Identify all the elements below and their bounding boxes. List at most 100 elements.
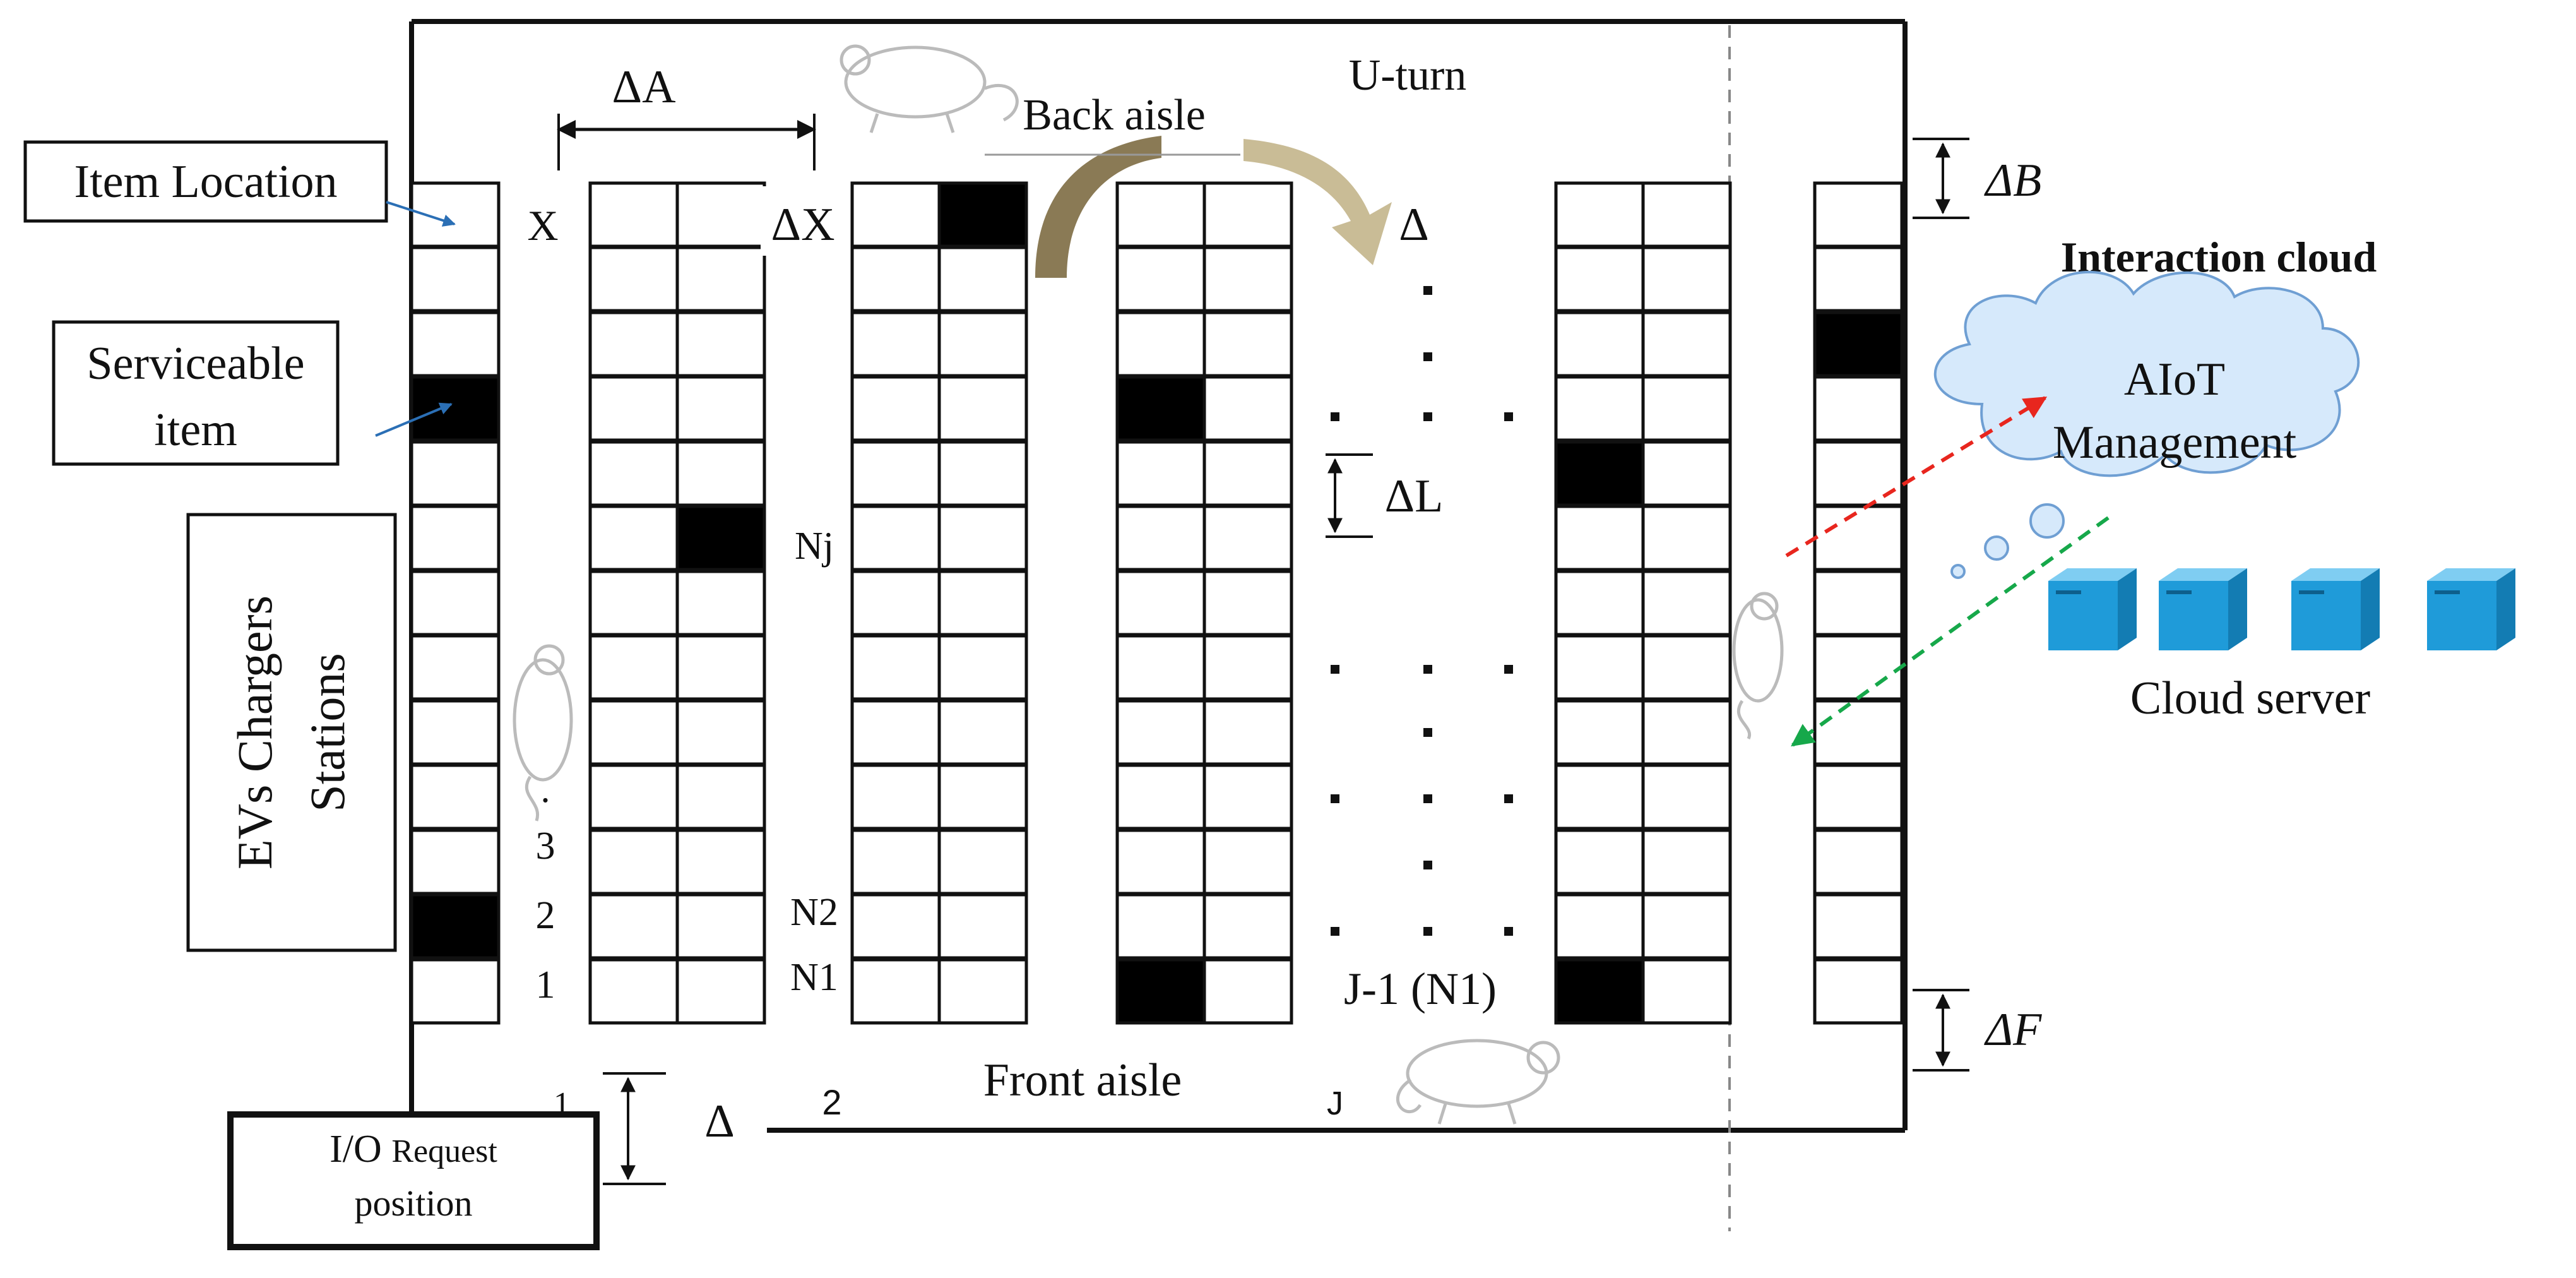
storage-cell bbox=[850, 699, 941, 766]
serviceable-item-cell bbox=[410, 893, 501, 960]
storage-cell bbox=[675, 246, 766, 313]
dot-label: . bbox=[541, 768, 550, 810]
ellipsis-dot bbox=[1331, 927, 1339, 936]
storage-cell bbox=[675, 634, 766, 701]
rack-3 bbox=[850, 181, 1028, 1025]
storage-cell bbox=[588, 893, 679, 960]
serviceable-item-cell bbox=[937, 181, 1028, 248]
storage-cell bbox=[588, 763, 679, 830]
storage-cell bbox=[850, 634, 941, 701]
storage-cell bbox=[937, 958, 1028, 1025]
storage-cell bbox=[675, 763, 766, 830]
storage-cell bbox=[410, 699, 501, 766]
storage-cell bbox=[850, 893, 941, 960]
serviceable-item-cell bbox=[1554, 958, 1645, 1025]
storage-cell bbox=[937, 375, 1028, 442]
delta-x-bg bbox=[761, 186, 849, 256]
server-icon bbox=[2427, 568, 2515, 650]
storage-cell bbox=[1202, 505, 1293, 571]
cloud-server-group bbox=[2048, 568, 2515, 650]
storage-cell bbox=[1641, 763, 1732, 830]
storage-cell bbox=[410, 311, 501, 378]
storage-cell bbox=[588, 181, 679, 248]
u-turn-label: U-turn bbox=[1349, 51, 1467, 100]
storage-cell bbox=[937, 246, 1028, 313]
storage-cell bbox=[1554, 375, 1645, 442]
storage-cell bbox=[850, 505, 941, 571]
storage-cell bbox=[850, 440, 941, 507]
storage-cell bbox=[1115, 828, 1206, 895]
server-icon bbox=[2159, 568, 2247, 650]
serviceable-item-callout: Serviceable item bbox=[52, 320, 453, 466]
storage-cell bbox=[588, 570, 679, 636]
io-dimension bbox=[603, 1072, 666, 1185]
rack-1 bbox=[410, 181, 501, 1025]
aisle-2-label: 2 bbox=[822, 1082, 841, 1122]
storage-cell bbox=[1115, 311, 1206, 378]
ellipsis-dot bbox=[1423, 665, 1432, 674]
ellipsis-dot bbox=[1423, 728, 1432, 737]
storage-cell bbox=[1554, 763, 1645, 830]
ellipsis-dot bbox=[1423, 927, 1432, 936]
delta-l-dimension bbox=[1326, 453, 1373, 538]
num1-label: 1 bbox=[536, 964, 555, 1006]
server-icon bbox=[2048, 568, 2137, 650]
storage-cell bbox=[1813, 440, 1904, 507]
storage-cell bbox=[937, 311, 1028, 378]
storage-cell bbox=[588, 505, 679, 571]
storage-cell bbox=[1202, 311, 1293, 378]
io-request-label: I/O Request bbox=[329, 1128, 497, 1171]
rodent-icon bbox=[1732, 592, 1784, 740]
storage-cell bbox=[1554, 893, 1645, 960]
ellipsis-dot bbox=[1331, 412, 1339, 421]
storage-cell bbox=[1641, 958, 1732, 1025]
aiot-label-2: Management bbox=[2053, 417, 2297, 469]
storage-cell bbox=[588, 375, 679, 442]
front-aisle-label: Front aisle bbox=[983, 1054, 1182, 1106]
storage-cell bbox=[1115, 181, 1206, 248]
storage-cell bbox=[1115, 893, 1206, 960]
num2-label: 2 bbox=[536, 894, 555, 937]
server-icon bbox=[2291, 568, 2380, 650]
serviceable-item-label-1: Serviceable bbox=[86, 338, 304, 390]
aiot-label-1: AIoT bbox=[2124, 354, 2225, 405]
storage-cell bbox=[1115, 634, 1206, 701]
rack-4 bbox=[1115, 181, 1293, 1025]
storage-cell bbox=[1554, 699, 1645, 766]
storage-cell bbox=[410, 246, 501, 313]
storage-cell bbox=[1813, 375, 1904, 442]
rodent-icon bbox=[840, 44, 1019, 133]
storage-racks bbox=[410, 181, 1904, 1025]
cloud-server-label: Cloud server bbox=[2130, 672, 2370, 724]
storage-cell bbox=[1641, 893, 1732, 960]
ellipsis-dot bbox=[1504, 794, 1513, 803]
storage-cell bbox=[675, 828, 766, 895]
storage-cell bbox=[1813, 763, 1904, 830]
storage-cell bbox=[1641, 246, 1732, 313]
storage-cell bbox=[1641, 699, 1732, 766]
serviceable-item-cell bbox=[1115, 958, 1206, 1025]
storage-cell bbox=[588, 958, 679, 1025]
storage-cell bbox=[1641, 570, 1732, 636]
storage-cell bbox=[850, 828, 941, 895]
storage-cell bbox=[1202, 828, 1293, 895]
storage-cell bbox=[1641, 181, 1732, 248]
delta-f-label: ΔF bbox=[1984, 1004, 2042, 1056]
storage-cell bbox=[1115, 763, 1206, 830]
storage-cell bbox=[1554, 246, 1645, 313]
io-request-box: I/O Request position bbox=[227, 1111, 600, 1250]
serviceable-item-cell bbox=[675, 505, 766, 571]
storage-cell bbox=[588, 699, 679, 766]
ellipsis-dot bbox=[1331, 665, 1339, 674]
interaction-cloud-title: Interaction cloud bbox=[2061, 233, 2377, 281]
storage-cell bbox=[1641, 375, 1732, 442]
delta-f-dimension bbox=[1913, 989, 1969, 1072]
ev-stations-label-2: Stations bbox=[300, 653, 355, 811]
storage-cell bbox=[937, 828, 1028, 895]
storage-cell bbox=[1202, 958, 1293, 1025]
rodent-icon bbox=[513, 644, 573, 821]
delta-l-label: ΔL bbox=[1385, 470, 1444, 522]
storage-cell bbox=[410, 763, 501, 830]
aisle-j-label: J bbox=[1327, 1085, 1343, 1122]
